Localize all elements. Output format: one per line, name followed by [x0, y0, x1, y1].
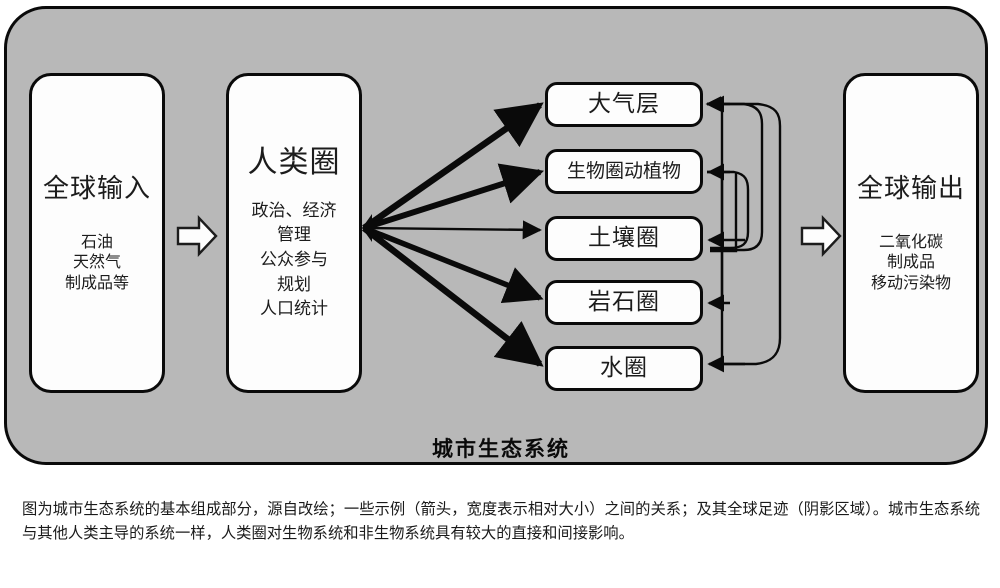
sphere-box-pedosphere: 土壤圈: [545, 216, 703, 261]
anthroposphere-items: 政治、经济 管理 公众参与 规划 人口统计: [251, 200, 337, 320]
panel-title: 城市生态系统: [432, 437, 570, 461]
sphere-box-lithosphere: 岩石圈: [545, 280, 703, 325]
sphere-box-biosphere: 生物圈动植物: [545, 149, 703, 194]
sphere-box-hydrosphere: 水圈: [545, 346, 703, 391]
figure-caption: 图为城市生态系统的基本组成部分，源自改绘；一些示例（箭头，宽度表示相对大小）之间…: [22, 500, 980, 542]
anthroposphere-box: 人类圈 政治、经济 管理 公众参与 规划 人口统计: [226, 73, 362, 393]
global-output-items: 二氧化碳 制成品 移动污染物: [870, 231, 951, 292]
anthroposphere-title: 人类圈: [247, 145, 341, 181]
sphere-label: 土壤圈: [588, 224, 660, 251]
sphere-label: 大气层: [588, 90, 660, 117]
sphere-label: 岩石圈: [588, 288, 660, 315]
sphere-label: 水圈: [600, 354, 648, 381]
sphere-box-atmosphere: 大气层: [545, 82, 703, 127]
global-output-title: 全球输出: [856, 173, 965, 204]
global-input-title: 全球输入: [42, 173, 151, 204]
global-output-box: 全球输出 二氧化碳 制成品 移动污染物: [843, 73, 979, 393]
global-input-items: 石油 天然气 制成品等: [64, 231, 129, 292]
sphere-label: 生物圈动植物: [566, 160, 681, 183]
global-input-box: 全球输入 石油 天然气 制成品等: [29, 73, 165, 393]
